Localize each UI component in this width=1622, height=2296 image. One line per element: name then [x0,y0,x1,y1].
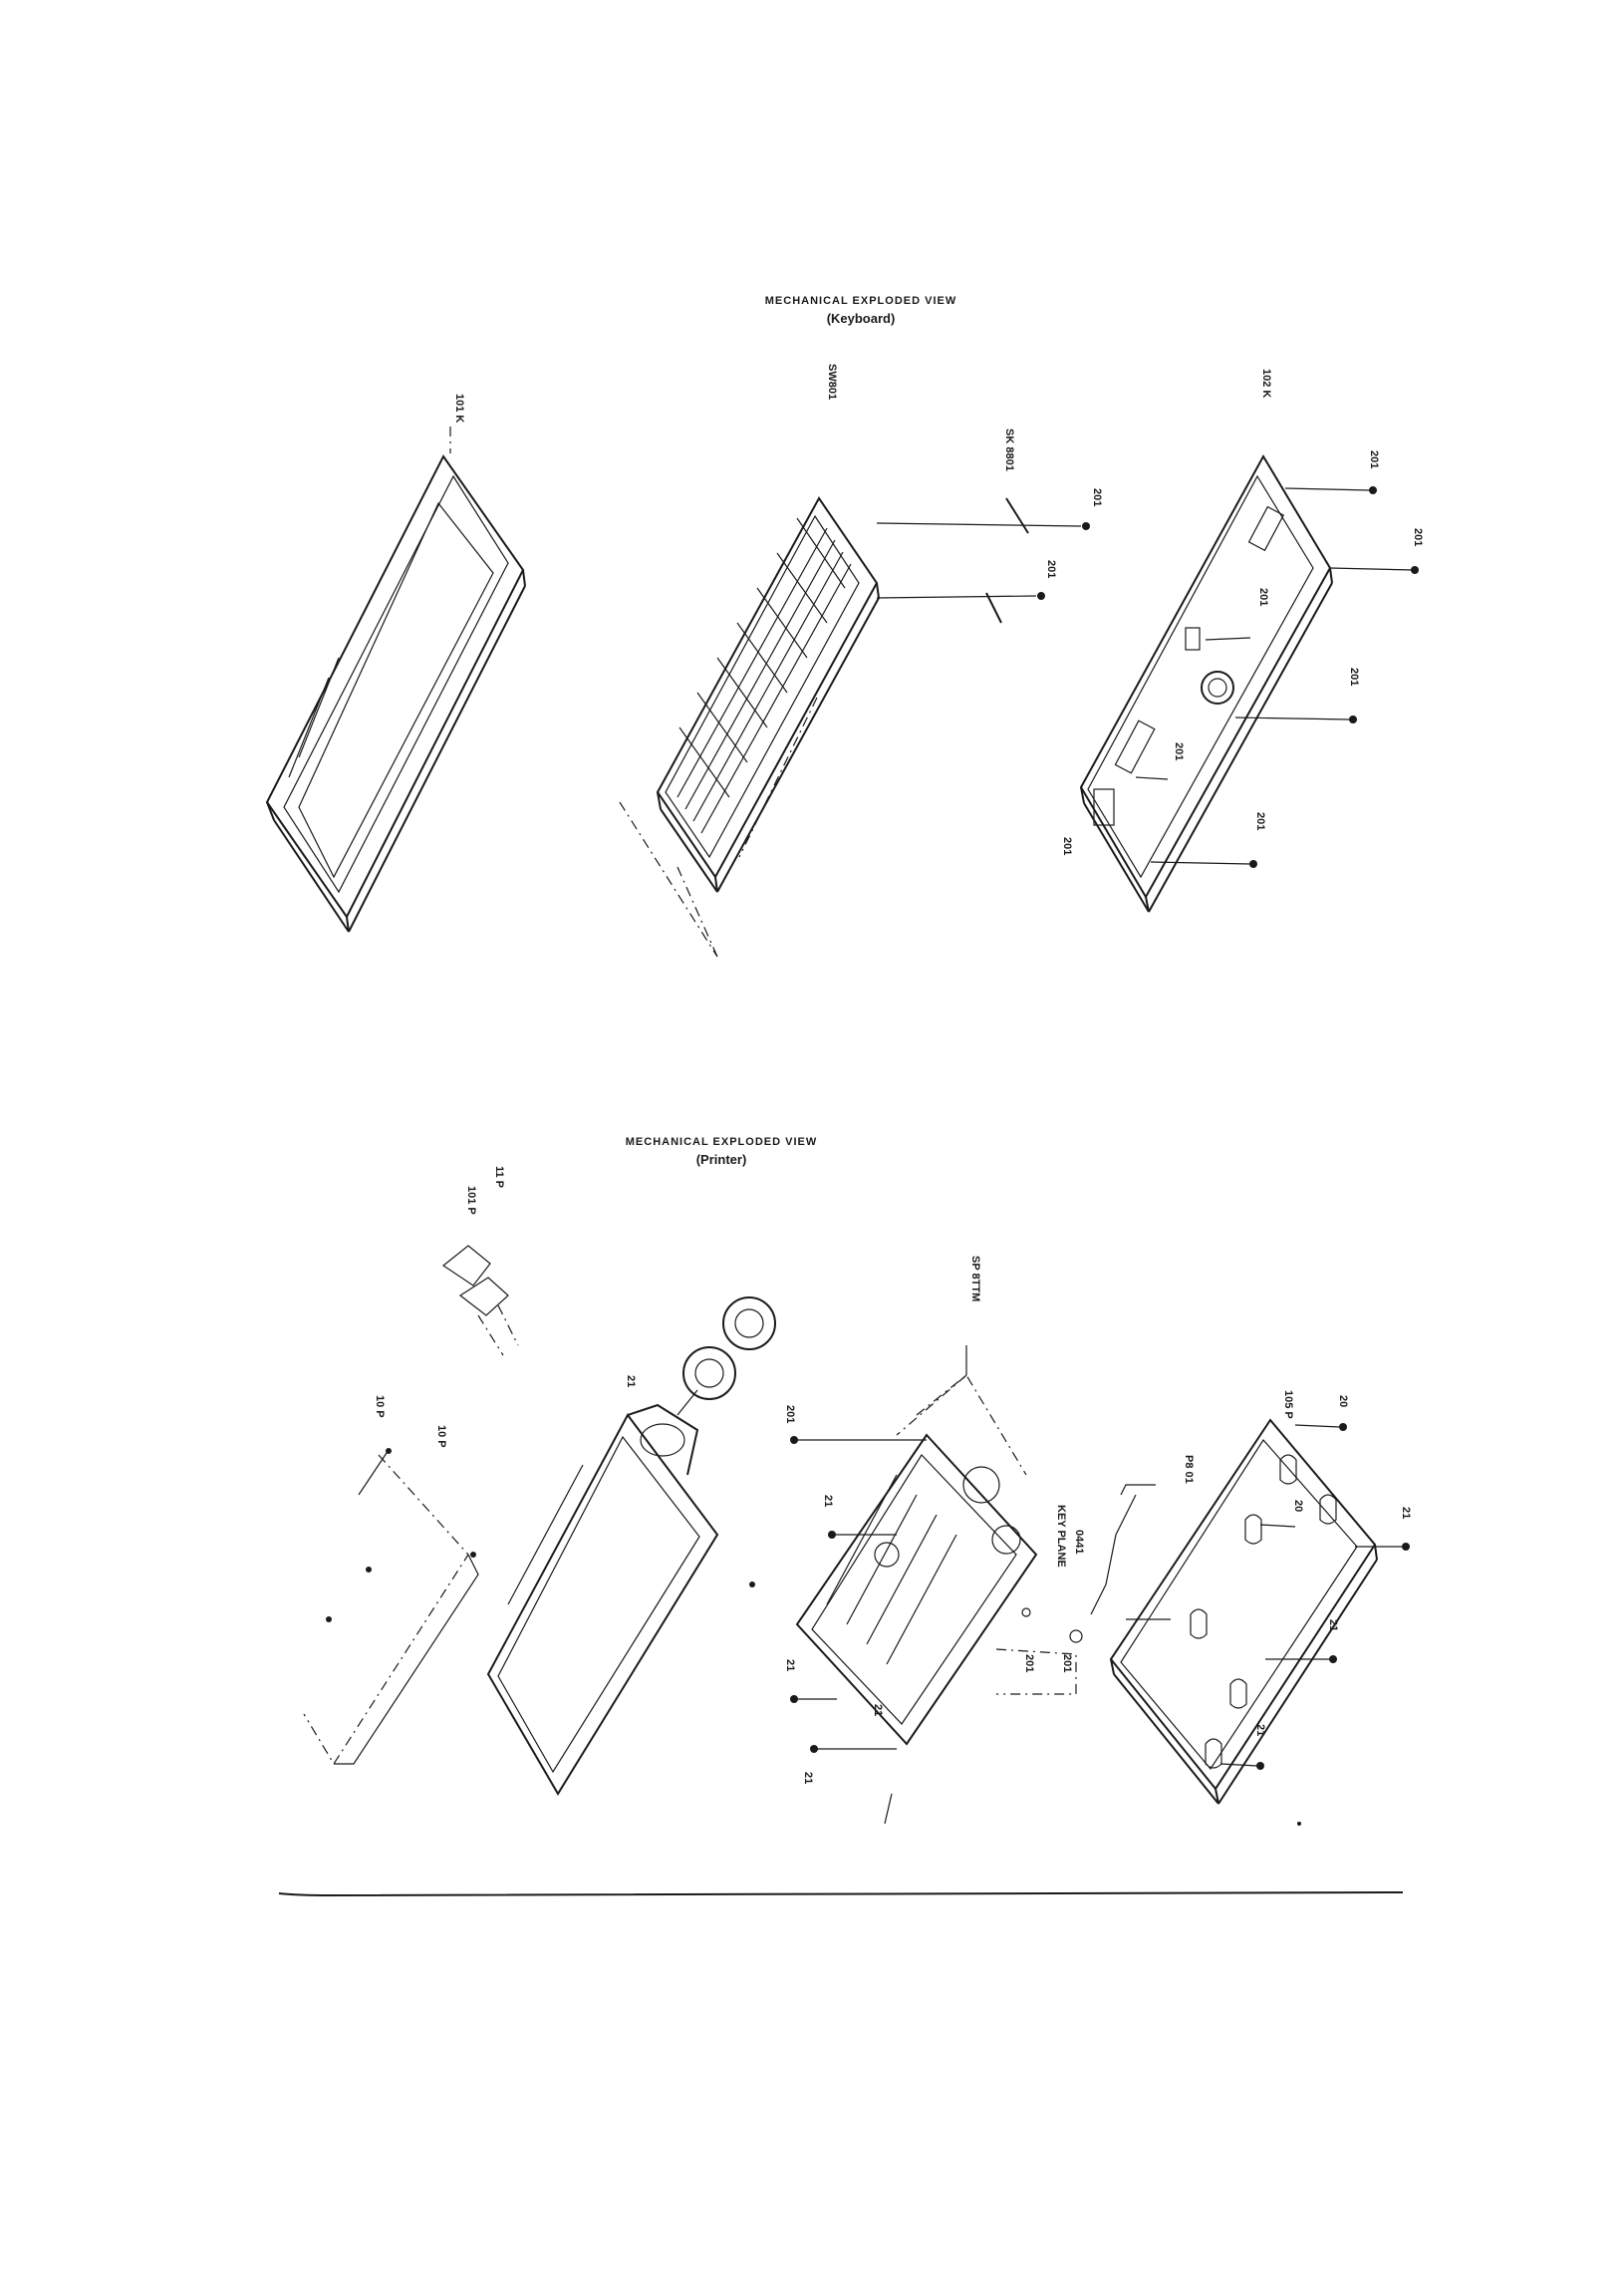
keyboard-assembly-guide-3 [738,697,818,858]
label-screw-c: 201 [1368,450,1380,468]
screw-icon [810,1745,818,1753]
keyboard-diagram-title: MECHANICAL EXPLODED VIEW (Keyboard) [50,295,1622,326]
label-screw-2: 21 [822,1495,834,1507]
label-lever-2: 0441 [1073,1530,1085,1554]
label-nut-1: 201 [1023,1654,1035,1672]
screw-icon [1349,716,1357,723]
screw-icon [1249,860,1257,868]
keyboard-assembly-guide-2 [619,801,718,958]
label-base-s4: 21 [1327,1619,1339,1631]
nut-guide [995,1648,1077,1695]
printer-cover [486,1403,719,1796]
printer-cable [1090,1484,1156,1615]
label-screw-top: 201 [784,1405,796,1423]
label-base-s2: 20 [1292,1500,1304,1512]
keyboard-screw-leader-1 [876,522,1082,527]
keyboard-assembly-guide [676,866,718,958]
label-base-s1: 20 [1337,1395,1349,1407]
screw-icon [1037,592,1045,600]
keyboard-bottom-case [1079,453,1333,913]
dot [1297,1822,1301,1826]
label-bottom-case: 102 K [1260,369,1272,398]
keyboard-screw-leader-2 [876,595,1037,599]
printer-hinge-parts [441,1245,519,1356]
screw-icon [1082,522,1090,530]
label-screw-h: 201 [1254,812,1266,830]
nut-icon [1069,1629,1083,1643]
label-lever: KEY PLANE [1055,1505,1067,1568]
cable-strip [985,497,1029,624]
label-screw-e: 201 [1257,588,1269,606]
printer-base [1109,1418,1378,1805]
screw-icon [1369,486,1377,494]
label-top-case: 101 K [453,394,465,423]
printer-knobs [676,1296,776,1416]
printer-title-main: MECHANICAL EXPLODED VIEW [625,1136,818,1148]
label-screw-f: 201 [1348,668,1360,686]
dot [749,1581,755,1587]
page-divider [278,1891,1404,1897]
label-base-s3: 21 [1400,1507,1412,1519]
label-101p: 101 P [465,1186,477,1215]
keyboard-title-main: MECHANICAL EXPLODED VIEW [764,295,957,307]
screw-icon [1411,566,1419,574]
label-base-top: 105 P [1282,1390,1294,1419]
screw-icon [1256,1762,1264,1770]
label-screw-5: 21 [872,1704,884,1716]
label-screw-4: 21 [802,1772,814,1784]
stray-mark [884,1793,893,1825]
screw-icon [828,1531,836,1539]
label-screw-i: 201 [1061,837,1073,855]
label-screw-3: 21 [784,1659,796,1671]
label-screw-a: 201 [1091,488,1103,506]
mechanism-guide [916,1374,1027,1476]
label-base-s5: 21 [1254,1724,1266,1736]
label-keyboard-assembly: SW801 [826,364,838,400]
label-10p-b: 10 P [435,1425,447,1448]
label-10p-a: 10 P [374,1395,386,1418]
label-cable: SK 8801 [1003,429,1015,471]
screw-icon [1402,1543,1410,1551]
screw-icon [790,1695,798,1703]
printer-mechanism [795,1433,1038,1746]
label-mechanism: SP 8TTM [969,1256,981,1301]
label-cable: P8 01 [1183,1455,1195,1484]
screw-icon [1339,1423,1347,1431]
keyboard-assembly [656,496,880,893]
screw-icon [790,1436,798,1444]
label-screw-g: 201 [1173,742,1185,760]
label-11p: 11 P [493,1166,505,1188]
label-nut-2: 201 [1061,1654,1073,1672]
printer-title-sub: (Printer) [695,1152,747,1167]
label-screw-d: 201 [1412,528,1424,546]
screw-icon [1329,1655,1337,1663]
keyboard-title-sub: (Keyboard) [826,311,896,326]
label-cover: 21 [625,1375,637,1387]
label-screw-b: 201 [1045,560,1057,578]
printer-left-plate [303,1448,479,1766]
mechanism-guide-2 [896,1374,967,1436]
nut-icon [1021,1607,1031,1617]
printer-diagram-title: MECHANICAL EXPLODED VIEW (Printer) [0,1136,1532,1167]
keyboard-top-case [265,454,526,933]
